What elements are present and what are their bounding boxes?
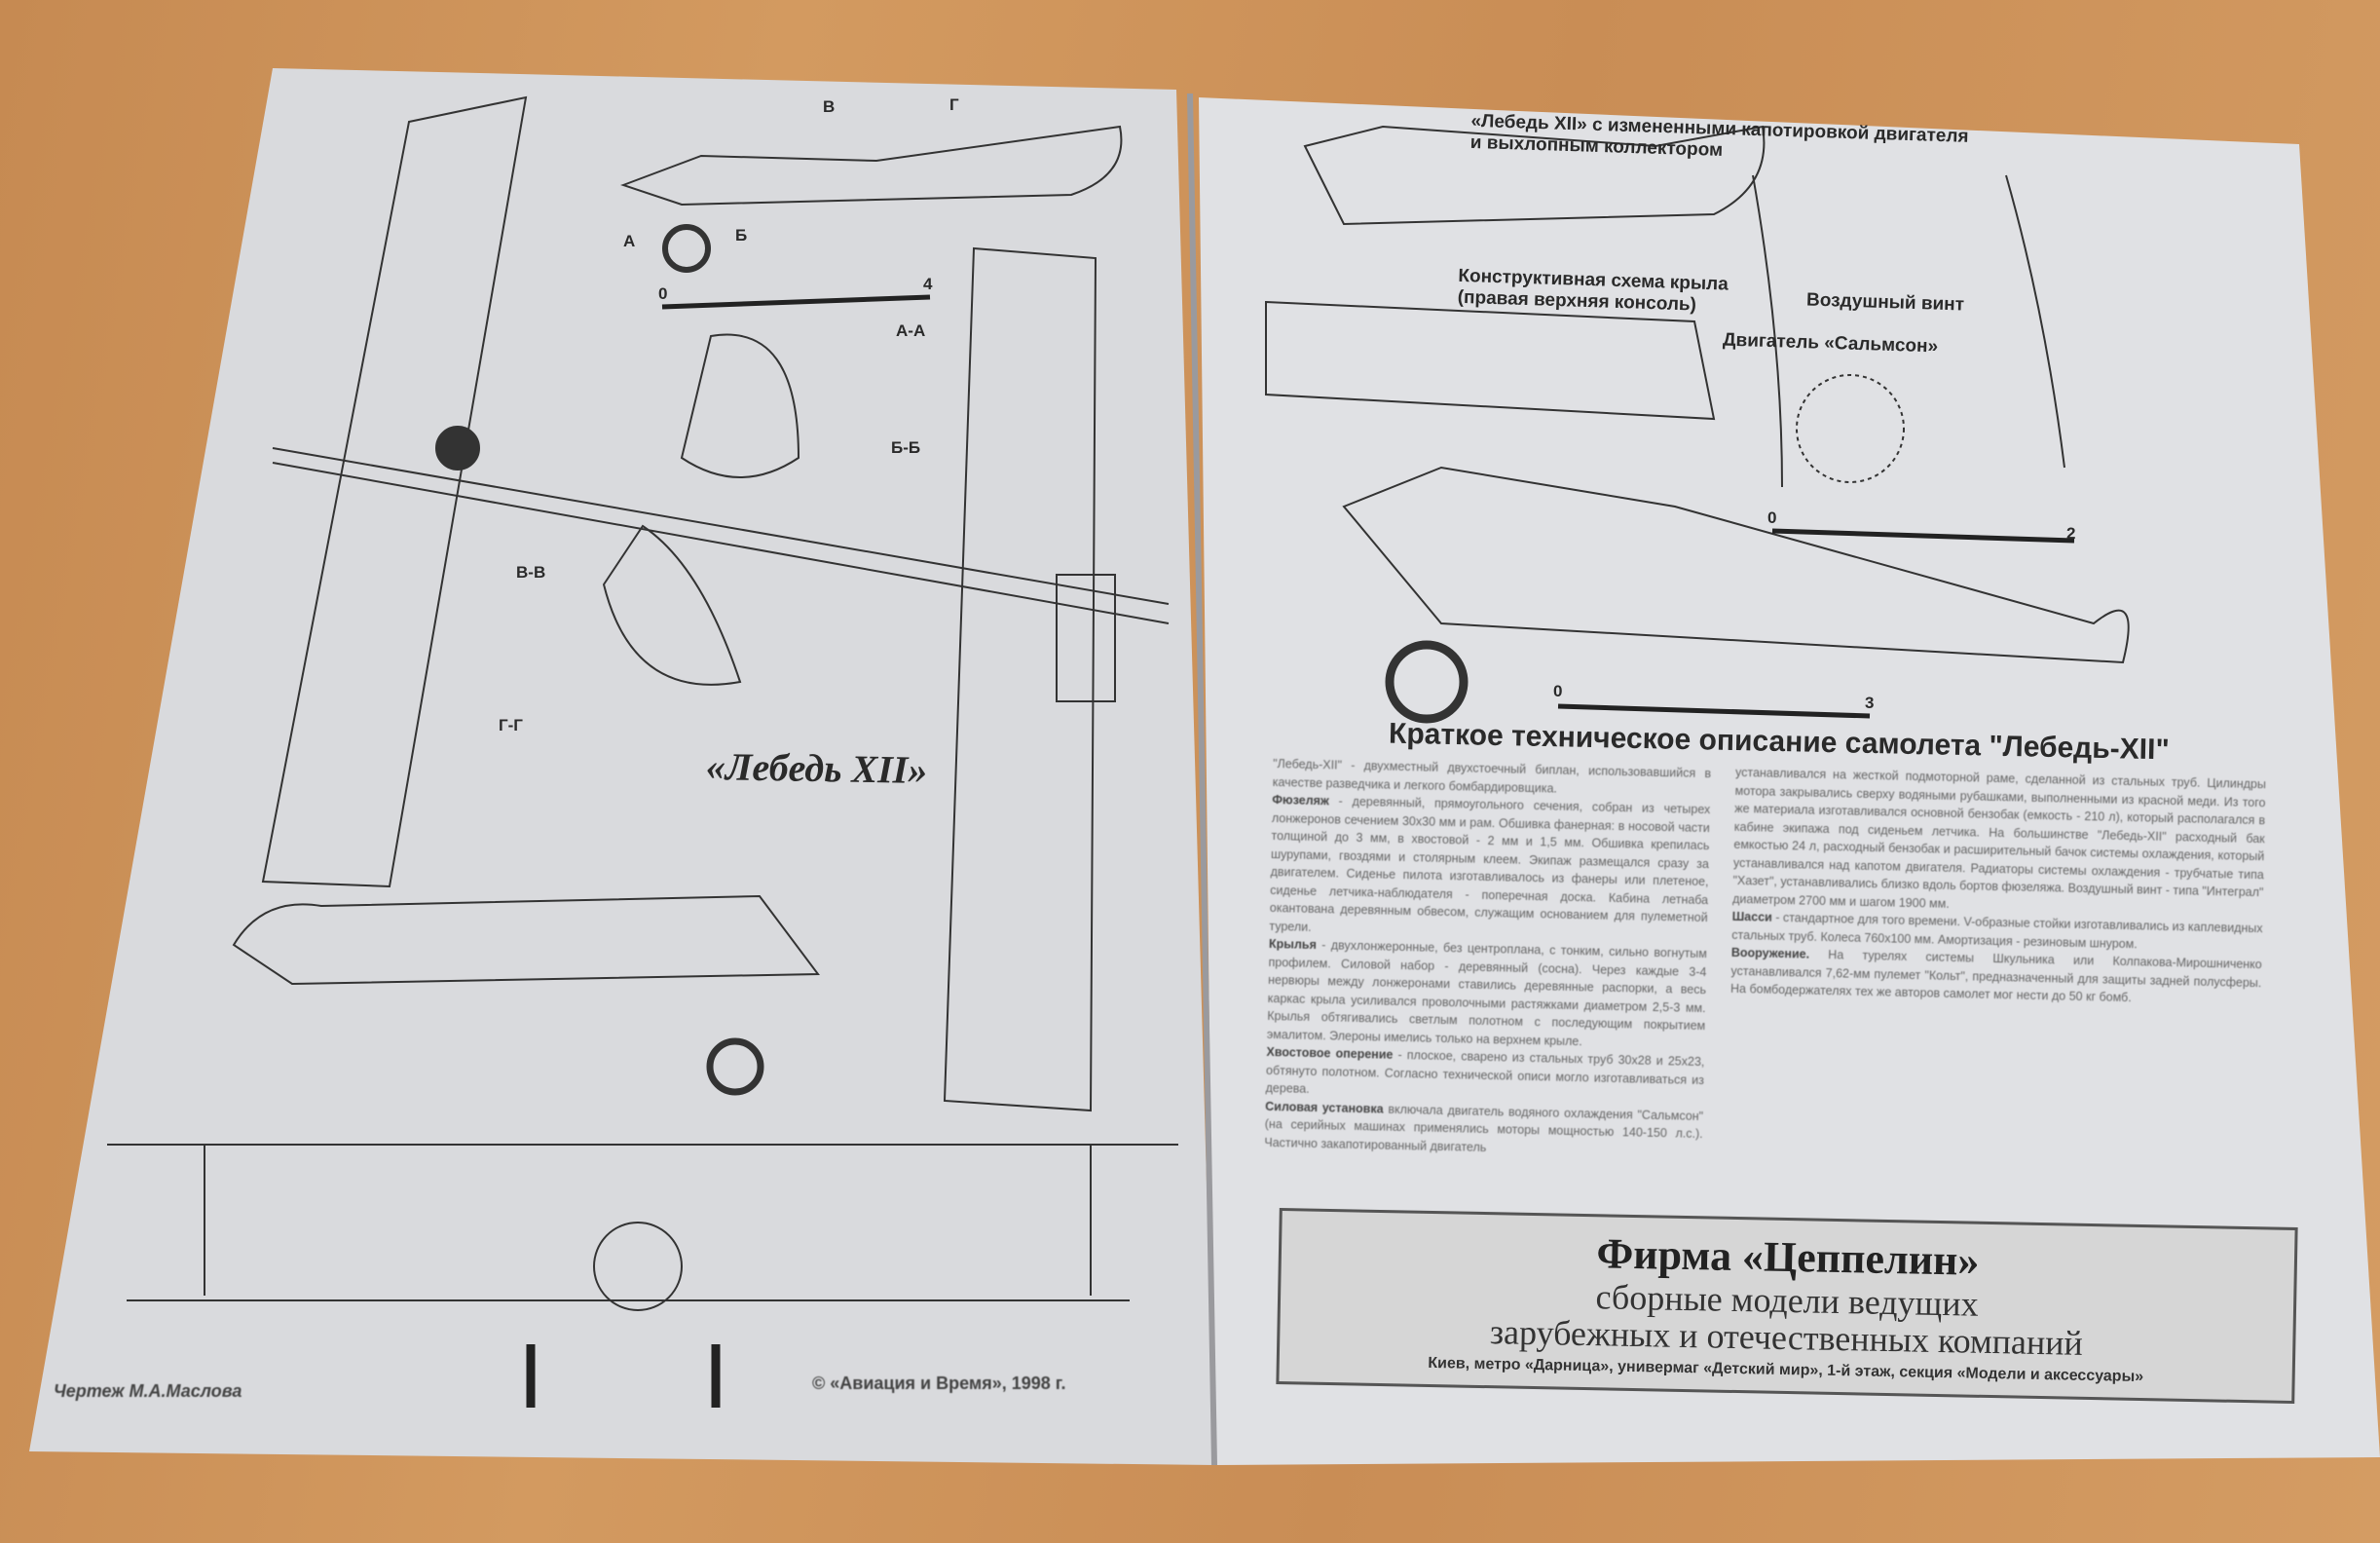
intro-text: "Лебедь-XII" - двухместный двухстоечный …	[1272, 756, 1712, 796]
wheels-front	[526, 1344, 721, 1408]
article-column-2: устанавливался на жесткой подмоторной ра…	[1726, 764, 2266, 1223]
view-marker-b: Б	[735, 226, 748, 245]
article-column-1: "Лебедь-XII" - двухместный двухстоечный …	[1263, 755, 1712, 1223]
armament-heading: Вооружение.	[1730, 945, 1810, 961]
view-marker-v: В	[823, 97, 836, 116]
section-label-v: В-В	[516, 563, 546, 582]
scale-start: 0	[658, 284, 668, 303]
armament-text: На турелях системы Шкульника или Колпако…	[1729, 947, 2262, 1005]
aircraft-title: «Лебедь XII»	[705, 744, 928, 792]
scale-small-start: 0	[1767, 508, 1777, 527]
view-marker-g: Г	[949, 95, 959, 114]
wings-heading: Крылья	[1268, 936, 1317, 953]
right-page	[1199, 97, 2380, 1465]
power-heading: Силовая установка	[1265, 1099, 1384, 1116]
left-page	[29, 68, 1214, 1465]
tail-heading: Хвостовое оперение	[1266, 1044, 1394, 1062]
scale-small-end: 2	[2066, 524, 2076, 543]
section-label-a: А-А	[896, 321, 926, 340]
chassis-text: - стандартное для того времени. V-образн…	[1731, 910, 2263, 951]
footer-author: Чертеж М.А.Маслова	[54, 1381, 242, 1401]
spine	[1187, 93, 1217, 1466]
scale-end: 4	[923, 275, 933, 293]
footer-copyright: © «Авиация и Время», 1998 г.	[812, 1374, 1066, 1393]
chassis-heading: Шасси	[1731, 909, 1772, 924]
view-marker-a: А	[623, 232, 636, 250]
wings-text: - двухлонжеронные, без центроплана, с то…	[1266, 938, 1708, 1048]
engine-text: устанавливался на жесткой подмоторной ра…	[1731, 765, 2267, 911]
fuselage-text: - деревянный, прямоугольного сечения, со…	[1269, 794, 1711, 934]
advertisement: Фирма «Цеппелин» сборные модели ведущих …	[1276, 1207, 2298, 1405]
section-label-b: Б-Б	[891, 438, 921, 457]
top-view-drawing	[261, 95, 1170, 1112]
scale-large-start: 0	[1553, 682, 1563, 700]
scale-bars	[661, 294, 2075, 719]
scale-large-end: 3	[1865, 694, 1875, 712]
side-view-drawings	[107, 125, 2130, 1311]
section-label-g: Г-Г	[499, 716, 523, 734]
fuselage-heading: Фюзеляж	[1272, 792, 1329, 809]
